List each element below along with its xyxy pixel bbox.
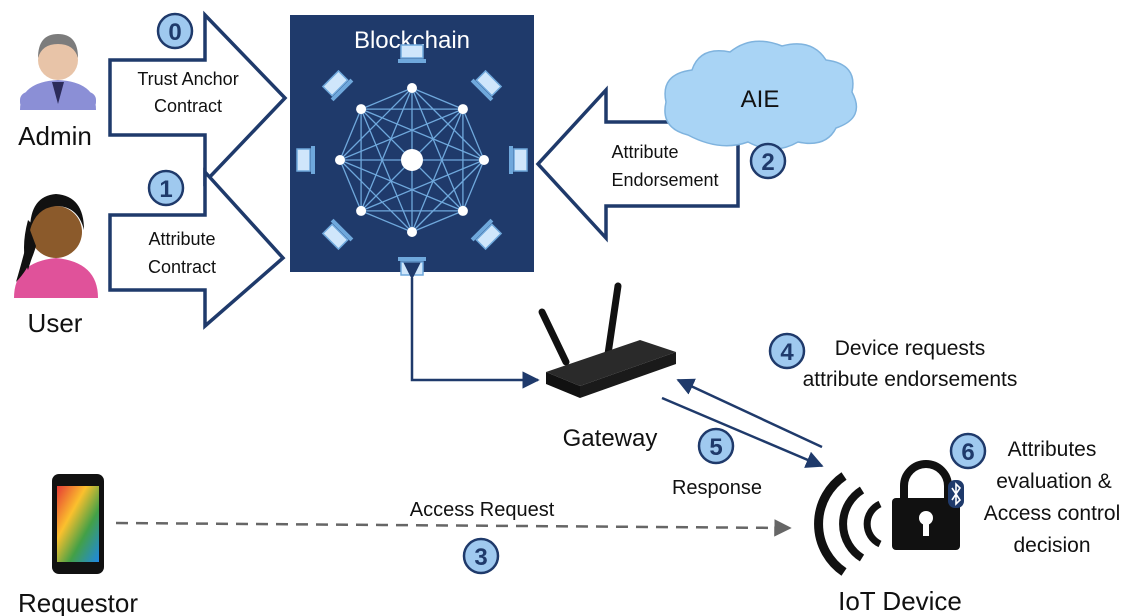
attribute-contract-line1: Attribute [148,229,215,249]
mesh-link [411,210,464,233]
blockchain-gateway-connector [403,262,540,389]
mesh-node [407,83,417,93]
requestor-label: Requestor [18,588,138,616]
admin-label: Admin [18,121,92,151]
mesh-spoke [360,108,413,161]
step-badge-2: 2 [749,142,787,180]
evaluation-line4: decision [1013,534,1090,557]
user-person-icon [14,194,98,298]
laptop-icon [321,218,354,251]
response-label: Response [672,477,762,499]
laptop-icon [509,146,528,174]
aie-label: AIE [741,86,780,113]
device-requests-line2: attribute endorsements [803,368,1018,391]
mesh-link [360,210,413,233]
laptop-icon [321,69,354,102]
response-arrow [661,396,824,468]
router-icon [538,282,676,398]
evaluation-line2: evaluation & [996,470,1112,493]
gateway-label: Gateway [563,425,658,452]
attribute-contract-arrow [108,167,286,330]
trust-anchor-arrow [108,10,288,187]
laptop-icon [296,146,315,174]
mesh-node [335,155,345,165]
laptop-icon [470,69,503,102]
smartphone-icon [52,474,104,574]
mesh-link [360,108,485,161]
svg-text:0: 0 [168,19,181,46]
mesh-link [360,108,413,233]
iot-device-label: IoT Device [838,586,962,616]
blockchain-box: Blockchain [290,15,534,276]
bluetooth-icon [948,480,964,508]
evaluation-line1: Attributes [1008,438,1097,461]
step-badge-5: 5 [697,427,735,465]
laptop-icon [398,44,426,63]
step-badge-0: 0 [156,12,194,50]
mesh-link [339,108,362,161]
mesh-node [356,205,367,216]
access-request-arrow [115,519,792,537]
svg-text:2: 2 [761,149,774,176]
svg-text:6: 6 [961,439,974,466]
lock-wireless-icon [814,460,960,576]
laptop-icon [398,257,426,276]
mesh-spoke [411,108,464,161]
mesh-node [457,104,468,115]
access-request-label: Access Request [410,499,555,521]
request-arrow [676,378,823,449]
svg-text:3: 3 [474,544,487,571]
attribute-contract-line2: Contract [148,257,216,277]
laptop-icon [470,218,503,251]
mesh-center-node [401,149,423,171]
mesh-spoke [360,159,413,212]
mesh-link [360,87,413,110]
attribute-endorsement-line1: Attribute [611,142,678,162]
blockchain-network-icon [296,44,528,276]
user-label: User [28,308,83,338]
mesh-node [356,104,367,115]
mesh-node [407,227,417,237]
step-badge-3: 3 [462,537,500,575]
mesh-link [339,159,362,212]
mesh-node [457,205,468,216]
step-badge-4: 4 [768,332,806,370]
mesh-spoke [411,159,464,212]
mesh-node [479,155,489,165]
evaluation-line3: Access control [984,502,1121,525]
step-badge-6: 6 [949,432,987,470]
mesh-link [462,159,485,212]
svg-text:1: 1 [159,176,172,203]
svg-text:4: 4 [780,339,794,366]
admin-person-icon [20,34,96,110]
mesh-link [411,87,464,110]
svg-text:5: 5 [709,434,722,461]
mesh-link [462,108,485,161]
trust-anchor-line1: Trust Anchor [137,69,238,89]
step-badge-1: 1 [147,169,185,207]
device-requests-line1: Device requests [835,337,986,360]
attribute-endorsement-line2: Endorsement [611,170,718,190]
trust-anchor-line2: Contract [154,96,222,116]
